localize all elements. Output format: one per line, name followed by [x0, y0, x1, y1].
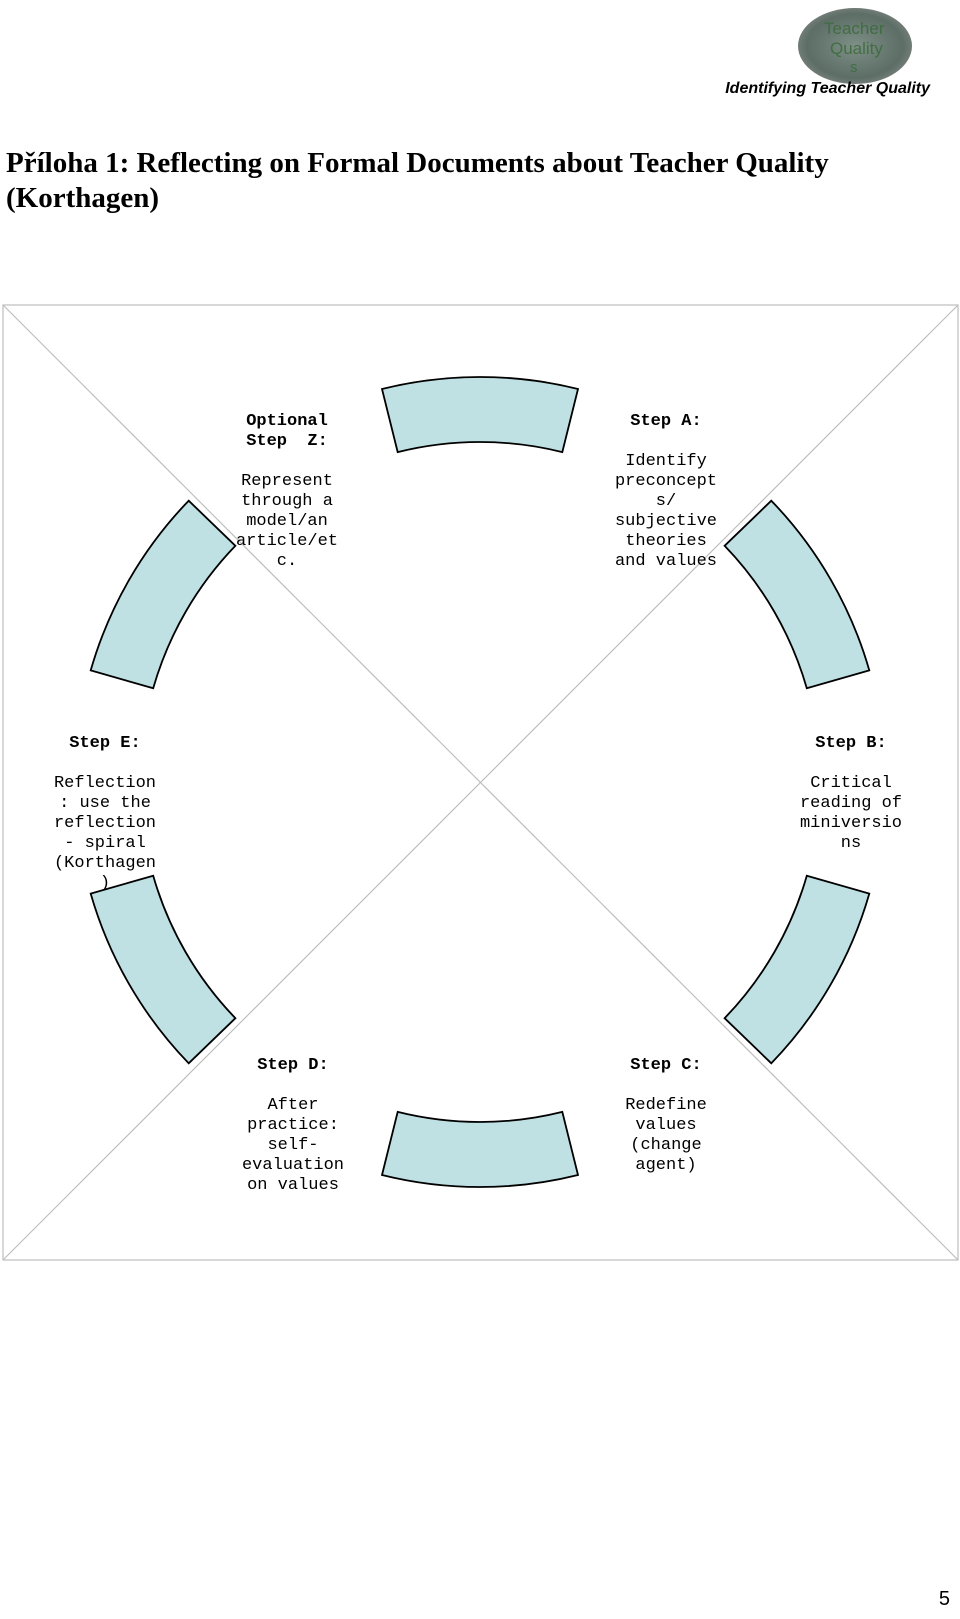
step-c-text: Step C: Redefine values (change agent) [600, 1036, 732, 1176]
cycle-segment-lower-right [723, 874, 871, 1065]
step-z-body: Represent through a model/an article/et … [235, 472, 339, 571]
page-number: 5 [938, 1588, 950, 1610]
cycle-segment-upper-left [89, 499, 237, 690]
step-e-text: Step E: Reflection : use the reflection … [40, 714, 170, 894]
step-z-text: Optional Step Z: Represent through a mod… [222, 392, 352, 572]
document-title: Příloha 1: Reflecting on Formal Document… [6, 147, 829, 214]
step-d-text: Step D: After practice: self- evaluation… [228, 1036, 358, 1196]
step-c-heading: Step C: [630, 1056, 702, 1075]
step-a-body: Identify preconcept s/ subjective theori… [614, 452, 718, 571]
step-b-text: Step B: Critical reading of miniversio n… [786, 714, 916, 854]
step-a-text: Step A: Identify preconcept s/ subjectiv… [600, 392, 732, 572]
cycle-segment-upper-right [723, 499, 871, 690]
step-d-body: After practice: self- evaluation on valu… [241, 1096, 345, 1195]
step-d-heading: Step D: [257, 1056, 329, 1075]
teacher-quality-logo: Teacher Quality s [798, 8, 912, 84]
step-c-body: Redefine values (change agent) [625, 1096, 707, 1175]
diagram-frame [2, 304, 959, 1261]
svg-text:Teacher: Teacher [824, 19, 885, 38]
step-b-body: Critical reading of miniversio ns [799, 774, 903, 853]
step-a-heading: Step A: [630, 412, 702, 431]
running-header: Identifying Teacher Quality [725, 80, 930, 97]
step-b-heading: Step B: [815, 734, 887, 753]
step-e-body: Reflection : use the reflection - spiral… [53, 774, 157, 893]
cycle-segment-top [380, 376, 580, 454]
step-z-heading: Optional Step Z: [246, 412, 328, 451]
step-e-heading: Step E: [69, 734, 141, 753]
svg-text:s: s [850, 59, 858, 76]
svg-text:Quality: Quality [830, 39, 883, 58]
cycle-segment-lower-left [89, 874, 237, 1065]
cycle-segment-bottom [380, 1110, 580, 1188]
